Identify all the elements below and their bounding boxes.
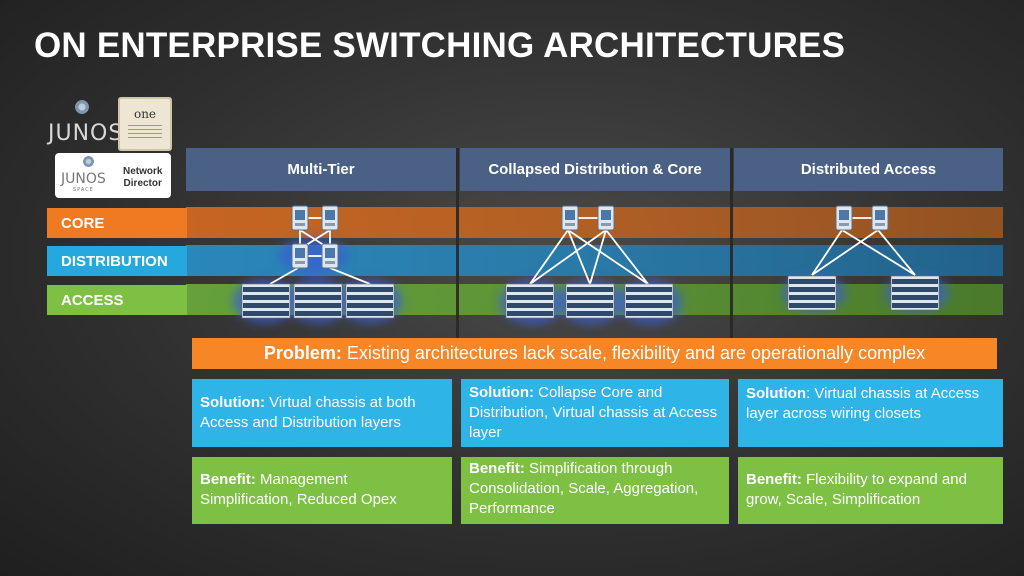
page-title: ON ENTERPRISE SWITCHING ARCHITECTURES: [34, 26, 846, 65]
distribution-switch-icon: [291, 243, 309, 269]
benefit-card-multi-tier: Benefit: Management Simplification, Redu…: [192, 457, 452, 524]
core-distribution-switch-icon: [561, 205, 579, 231]
distribution-switch-icon: [321, 243, 339, 269]
chip-label: one: [133, 107, 157, 121]
layer-label-distribution: DISTRIBUTION: [47, 246, 187, 276]
access-switch-stack-icon: [787, 275, 837, 311]
network-director-label: Network Director: [123, 166, 163, 189]
access-switch-stack-icon: [293, 283, 343, 319]
junos-space-brand: JUNOS SPACE: [61, 171, 106, 193]
benefit-card-collapsed: Benefit: Simplification through Consolid…: [461, 457, 729, 524]
junos-logo-text: JUNOS: [48, 121, 124, 146]
core-switch-icon: [291, 205, 309, 231]
column-divider: [456, 148, 459, 338]
junos-one-chip-icon: one: [118, 97, 172, 151]
junos-space-flower-icon: [83, 156, 94, 167]
column-header-collapsed: Collapsed Distribution & Core: [460, 148, 730, 191]
problem-text: Existing architectures lack scale, flexi…: [346, 343, 926, 363]
access-switch-stack-icon: [624, 283, 674, 319]
solution-card-multi-tier: Solution: Virtual chassis at both Access…: [192, 379, 452, 447]
column-header-multi-tier: Multi-Tier: [186, 148, 456, 191]
layer-label-core: CORE: [47, 208, 187, 238]
core-distribution-switch-icon: [597, 205, 615, 231]
core-switch-icon: [835, 205, 853, 231]
benefit-card-distributed: Benefit: Flexibility to expand and grow,…: [738, 457, 1003, 524]
core-switch-icon: [321, 205, 339, 231]
collapsed-links: [529, 217, 649, 285]
access-switch-stack-icon: [241, 283, 291, 319]
column-header-distributed-access: Distributed Access: [734, 148, 1003, 191]
access-switch-stack-icon: [345, 283, 395, 319]
junos-flower-icon: [75, 100, 89, 114]
distributed-links: [811, 217, 916, 276]
network-director-logo: JUNOS SPACE Network Director: [55, 153, 171, 198]
access-switch-stack-icon: [505, 283, 555, 319]
access-switch-stack-icon: [890, 275, 940, 311]
layer-label-access: ACCESS: [47, 285, 187, 315]
access-switch-stack-icon: [565, 283, 615, 319]
problem-banner: Problem: Existing architectures lack sca…: [192, 338, 997, 369]
solution-card-collapsed: Solution: Collapse Core and Distribution…: [461, 379, 729, 447]
junos-logo: JUNOS: [48, 100, 122, 146]
solution-card-distributed: Solution: Virtual chassis at Access laye…: [738, 379, 1003, 447]
column-divider: [730, 148, 733, 338]
problem-label: Problem:: [263, 343, 342, 363]
core-switch-icon: [871, 205, 889, 231]
